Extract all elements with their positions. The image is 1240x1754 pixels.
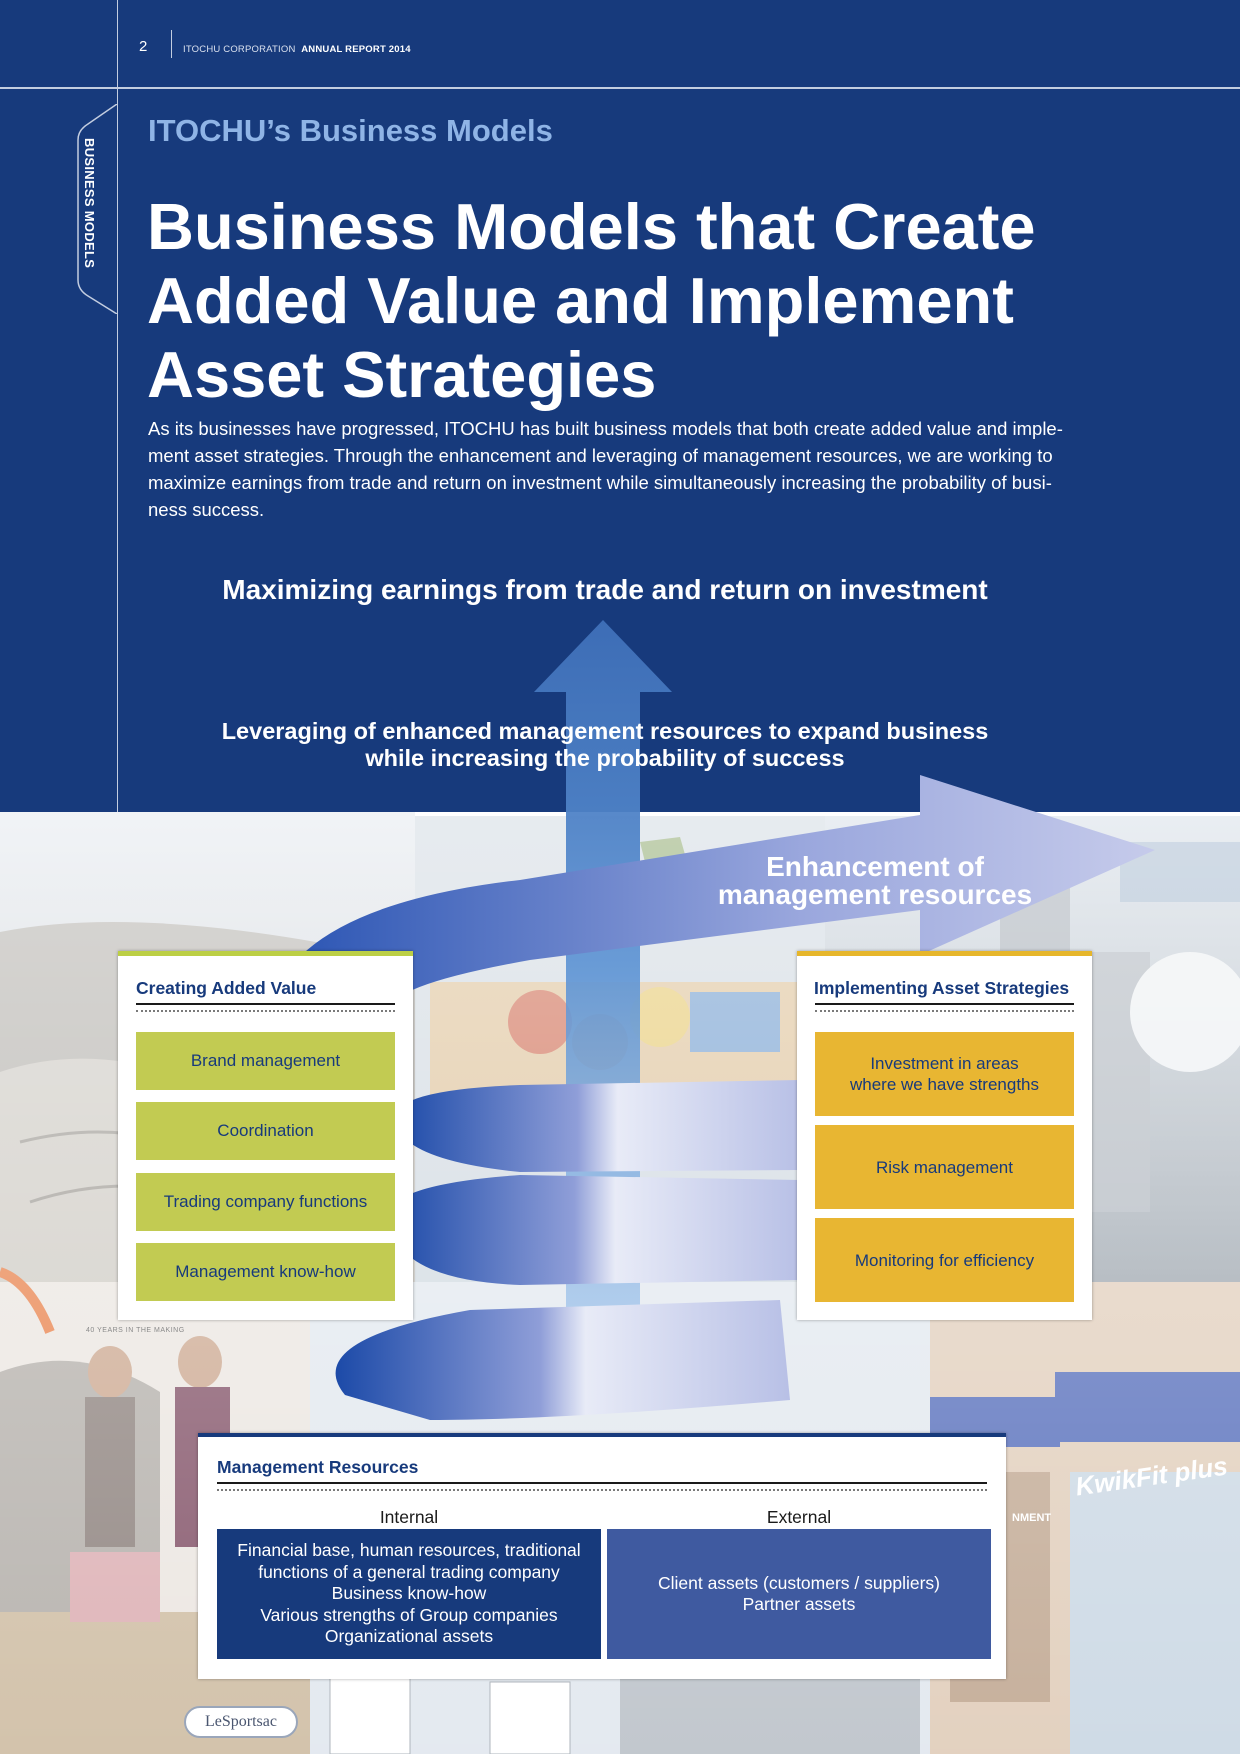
enhancement-label: Enhancement of management resources (690, 853, 1060, 909)
panel-rule (815, 1003, 1074, 1005)
title-line: Business Models that Create (147, 190, 1036, 263)
panel-title: Creating Added Value (136, 978, 317, 998)
page-number: 2 (139, 38, 148, 55)
margin-rule (117, 0, 118, 812)
panel-title: Implementing Asset Strategies (814, 978, 1070, 998)
asset-item-line: where we have strengths (850, 1075, 1039, 1094)
resource-line: Client assets (customers / suppliers) (657, 1572, 941, 1593)
title-line: Asset Strategies (147, 338, 657, 411)
shop-sign: NMENT (1012, 1512, 1052, 1524)
intro-line: ment asset strategies. Through the enhan… (148, 445, 1053, 466)
title-line: Added Value and Implement (147, 264, 1014, 337)
resource-line: Financial base, human resources, traditi… (237, 1540, 581, 1561)
leverage-line: Leveraging of enhanced management resour… (221, 718, 989, 744)
value-item-box: Management know-how (136, 1243, 395, 1301)
running-header: ITOCHU CORPORATION ANNUAL REPORT 2014 (183, 44, 411, 55)
management-resources-panel: Management Resources Internal External F… (198, 1433, 1006, 1679)
enhancement-line: Enhancement of (766, 851, 984, 882)
panel-dotted-rule (136, 1010, 395, 1012)
header-divider (171, 30, 172, 58)
page-title: Business Models that Create Added Value … (147, 190, 1047, 412)
intro-line: ness success. (148, 499, 265, 520)
asset-item-box: Risk management (815, 1125, 1074, 1209)
intro-line: maximize earnings from trade and return … (148, 472, 1052, 493)
company-name: ITOCHU CORPORATION (183, 44, 296, 55)
top-goal-label: Maximizing earnings from trade and retur… (222, 574, 988, 605)
side-tab-label: BUSINESS MODELS (82, 138, 97, 269)
resource-line: Organizational assets (324, 1626, 494, 1647)
section-eyebrow: ITOCHU’s Business Models (148, 113, 553, 148)
asset-item-line: Investment in areas (870, 1054, 1019, 1073)
panel-dotted-rule (217, 1489, 987, 1491)
panel-dotted-rule (815, 1010, 1074, 1012)
internal-resources-box: Financial base, human resources, traditi… (217, 1529, 601, 1659)
asset-item-box: Investment in areas where we have streng… (815, 1032, 1074, 1116)
value-item-box: Brand management (136, 1032, 395, 1090)
asset-item-box: Monitoring for efficiency (815, 1218, 1074, 1302)
implementing-asset-strategies-panel: Implementing Asset Strategies Investment… (797, 951, 1092, 1320)
internal-heading: Internal (379, 1507, 439, 1527)
resource-line: Partner assets (742, 1594, 856, 1614)
leverage-line: while increasing the probability of succ… (365, 745, 845, 771)
resource-line: Various strengths of Group companies (260, 1604, 558, 1625)
panel-rule (217, 1482, 987, 1484)
years-caption: 40 YEARS IN THE MAKING (86, 1327, 185, 1334)
external-heading: External (766, 1507, 832, 1527)
intro-paragraph: As its businesses have progressed, ITOCH… (148, 415, 1088, 523)
lesportsac-logo: LeSportsac (184, 1706, 298, 1738)
resource-line: functions of a general trading company (258, 1561, 560, 1582)
external-resources-box: Client assets (customers / suppliers) Pa… (607, 1529, 991, 1659)
panel-rule (136, 1003, 395, 1005)
enhancement-line: management resources (717, 879, 1033, 910)
intro-line: As its businesses have progressed, ITOCH… (148, 418, 1063, 439)
panel-title: Management Resources (217, 1457, 419, 1477)
resource-line: Business know-how (331, 1583, 487, 1604)
header-rule (0, 87, 1240, 89)
creating-added-value-panel: Creating Added Value Brand management Co… (118, 951, 413, 1320)
leverage-label: Leveraging of enhanced management resour… (0, 718, 1210, 772)
value-item-box: Coordination (136, 1102, 395, 1160)
section-side-tab[interactable] (76, 104, 117, 314)
value-item-box: Trading company functions (136, 1173, 395, 1231)
report-name: ANNUAL REPORT 2014 (301, 44, 411, 55)
